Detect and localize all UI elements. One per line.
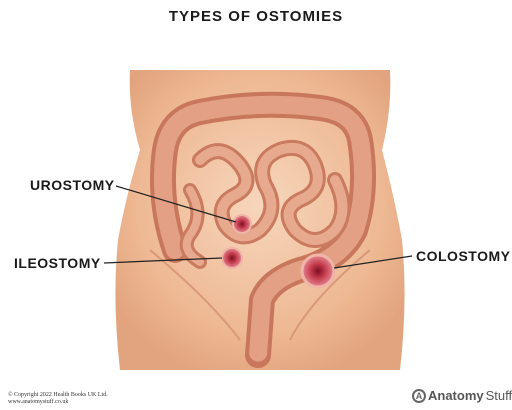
colostomy-stoma xyxy=(302,255,334,287)
anatomy-logo-icon: A xyxy=(412,389,426,403)
ileostomy-label: ILEOSTOMY xyxy=(14,255,101,271)
website-line: www.anatomystuff.co.uk xyxy=(8,399,108,406)
ileostomy-stoma xyxy=(222,248,242,268)
urostomy-label: UROSTOMY xyxy=(30,177,115,193)
copyright-line: © Copyright 2022 Health Books UK Ltd. xyxy=(8,392,108,399)
brand-suffix: Stuff xyxy=(486,388,512,403)
copyright-notice: © Copyright 2022 Health Books UK Ltd. ww… xyxy=(8,392,108,406)
urostomy-stoma xyxy=(233,215,251,233)
brand-main: Anatomy xyxy=(428,388,484,403)
colostomy-label: COLOSTOMY xyxy=(416,248,510,264)
